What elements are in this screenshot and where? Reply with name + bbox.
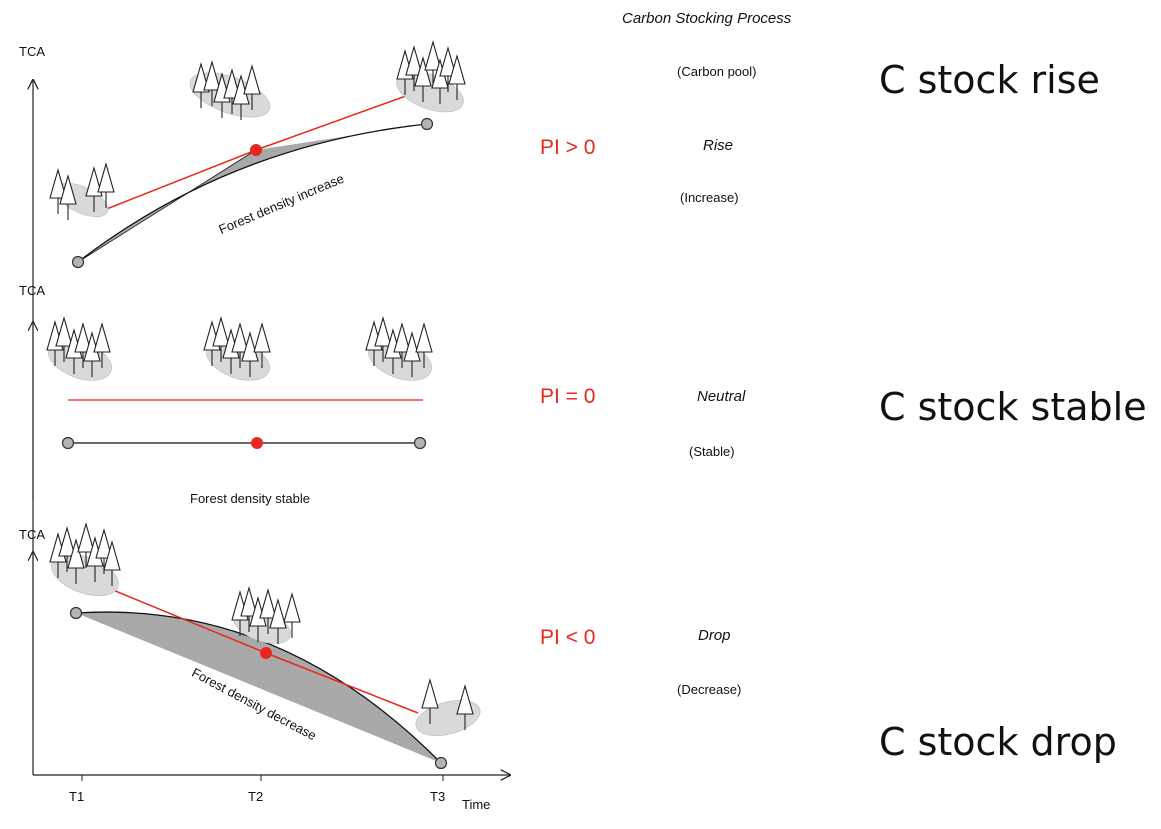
drop-node-t3 (434, 756, 448, 770)
stable-node-t1 (61, 436, 75, 450)
process-drop-sub: (Decrease) (677, 682, 742, 697)
c-stock-rise: C stock rise (879, 58, 1100, 102)
rise-node-t1 (71, 255, 85, 269)
x-axis (33, 775, 510, 781)
drop-shaded-area (75, 611, 442, 764)
rise-shaded-area (77, 123, 428, 263)
drop-forest-t3 (415, 679, 481, 736)
drop-forest-t2 (231, 587, 301, 645)
process-drop: Drop (698, 627, 731, 644)
carbon-pool-label: (Carbon pool) (677, 64, 757, 79)
y-axis-label-top: TCA (19, 44, 45, 59)
rise-forest-t1 (49, 163, 115, 221)
tick-t2: T2 (248, 789, 264, 804)
rise-forest-t2 (189, 61, 271, 121)
stable-curve-label: Forest density stable (190, 491, 310, 506)
c-stock-drop: C stock drop (879, 720, 1117, 764)
rise-node-t2 (250, 144, 262, 156)
stable-node-t2 (251, 437, 263, 449)
process-rise: Rise (703, 137, 734, 154)
stable-node-t3 (413, 436, 427, 450)
stable-forest-t1 (46, 317, 112, 381)
y-axis-label-bottom: TCA (19, 527, 45, 542)
pi-drop: PI < 0 (540, 626, 596, 649)
rise-node-t3 (420, 117, 434, 131)
y-axis-label-mid: TCA (19, 283, 45, 298)
tick-t3: T3 (430, 789, 446, 804)
drop-node-t2 (260, 647, 272, 659)
tick-t1: T1 (69, 789, 85, 804)
rise-forest-t3 (396, 41, 466, 113)
stable-forest-t2 (203, 317, 271, 381)
process-rise-sub: (Increase) (680, 190, 739, 205)
stable-forest-t3 (365, 317, 433, 381)
pi-stable: PI = 0 (540, 385, 596, 408)
drop-node-t1 (69, 606, 83, 620)
process-stable-sub: (Stable) (689, 444, 735, 459)
drop-forest-t1 (49, 523, 121, 597)
process-title: Carbon Stocking Process (622, 10, 792, 27)
x-axis-label: Time (462, 797, 491, 812)
c-stock-stable: C stock stable (879, 385, 1147, 429)
pi-rise: PI > 0 (540, 136, 596, 159)
process-stable: Neutral (697, 388, 746, 405)
rise-curve-label: Forest density increase (216, 171, 346, 237)
